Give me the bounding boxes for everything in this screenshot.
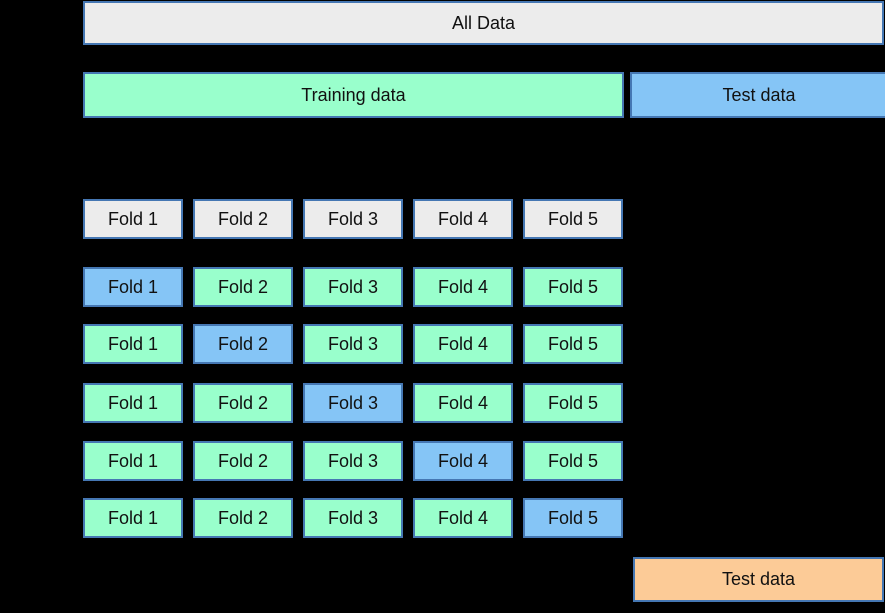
training-fold-cell: Fold 2: [193, 383, 293, 423]
validation-fold-cell: Fold 2: [193, 324, 293, 364]
training-fold-cell: Fold 1: [83, 383, 183, 423]
training-fold-cell: Fold 2: [193, 498, 293, 538]
training-fold-cell: Fold 3: [303, 324, 403, 364]
validation-fold-cell: Fold 5: [523, 498, 623, 538]
training-fold-cell: Fold 4: [413, 324, 513, 364]
training-fold-cell: Fold 4: [413, 267, 513, 307]
training-fold-cell: Fold 5: [523, 267, 623, 307]
training-fold-cell: Fold 2: [193, 267, 293, 307]
validation-fold-cell: Fold 4: [413, 441, 513, 481]
training-fold-cell: Fold 1: [83, 441, 183, 481]
training-fold-cell: Fold 3: [303, 441, 403, 481]
training-fold-cell: Fold 2: [193, 441, 293, 481]
training-fold-cell: Fold 4: [413, 498, 513, 538]
fold-header-cell: Fold 1: [83, 199, 183, 239]
test-data-bar: Test data: [630, 72, 885, 118]
validation-fold-cell: Fold 3: [303, 383, 403, 423]
training-fold-cell: Fold 5: [523, 383, 623, 423]
all-data-bar: All Data: [83, 1, 884, 45]
training-fold-cell: Fold 3: [303, 498, 403, 538]
fold-header-cell: Fold 4: [413, 199, 513, 239]
training-fold-cell: Fold 1: [83, 324, 183, 364]
final-test-data-bar: Test data: [633, 557, 884, 602]
fold-header-cell: Fold 3: [303, 199, 403, 239]
training-fold-cell: Fold 5: [523, 324, 623, 364]
fold-header-cell: Fold 5: [523, 199, 623, 239]
training-fold-cell: Fold 1: [83, 498, 183, 538]
validation-fold-cell: Fold 1: [83, 267, 183, 307]
training-fold-cell: Fold 4: [413, 383, 513, 423]
training-fold-cell: Fold 5: [523, 441, 623, 481]
fold-header-cell: Fold 2: [193, 199, 293, 239]
training-data-bar: Training data: [83, 72, 624, 118]
training-fold-cell: Fold 3: [303, 267, 403, 307]
